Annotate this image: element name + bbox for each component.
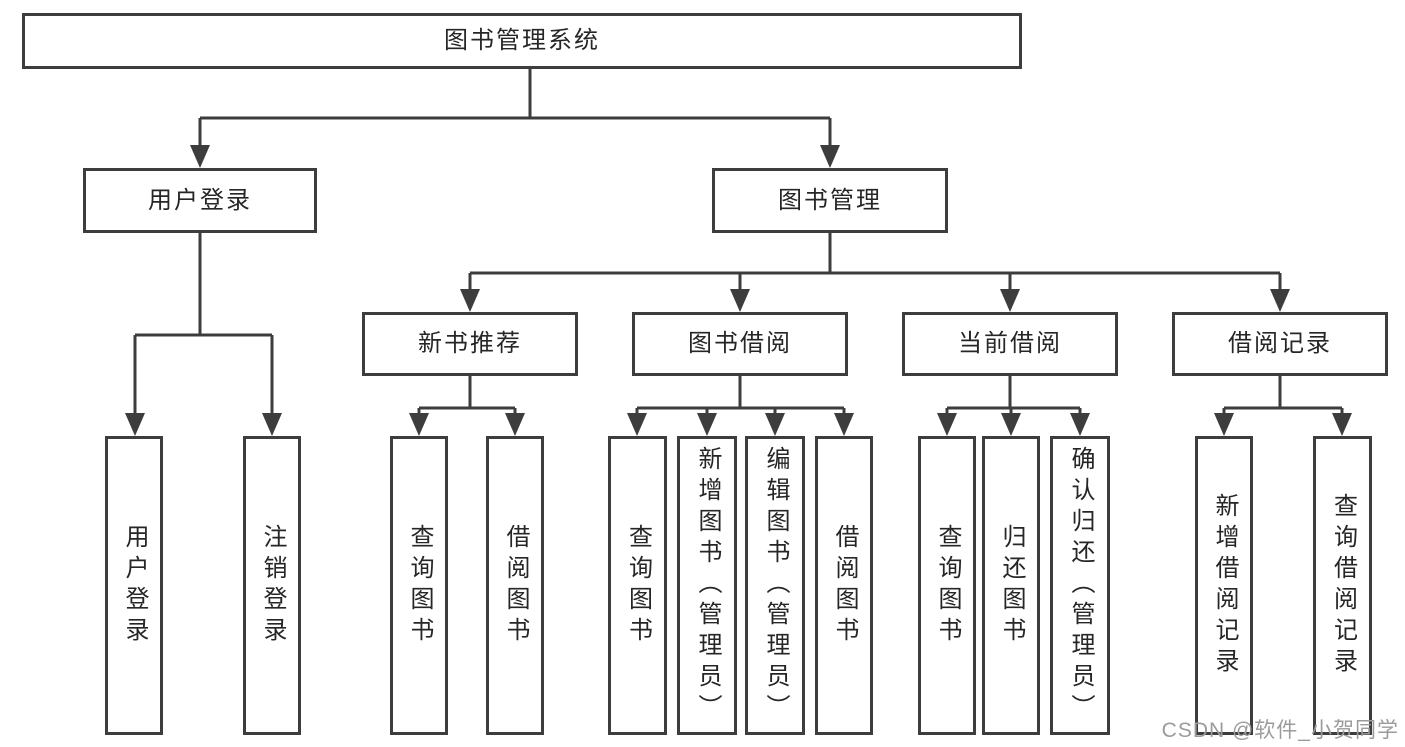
leaf-edit-books-admin: 编辑图书（管理员） — [745, 436, 805, 735]
arrow-down-icon — [1332, 413, 1352, 436]
node-library-system: 图书管理系统 — [22, 13, 1022, 69]
node-label: 注销登录 — [259, 523, 286, 648]
connector-book-borrow — [635, 376, 846, 418]
leaf-query-books: 查询图书 — [390, 436, 448, 735]
arrow-down-icon — [1070, 413, 1090, 436]
arrow-down-icon — [1001, 413, 1021, 436]
connector-user-login — [133, 233, 274, 418]
arrow-down-icon — [1214, 413, 1234, 436]
arrow-down-icon — [834, 413, 854, 436]
node-label: 查询图书 — [406, 523, 433, 648]
connector-book-mgmt — [468, 233, 1282, 294]
arrow-down-icon — [627, 413, 647, 436]
node-book-management: 图书管理 — [712, 168, 948, 233]
csdn-watermark: CSDN @软件_小贺同学 — [1161, 719, 1399, 742]
arrow-down-icon — [937, 413, 957, 436]
node-label: 新书推荐 — [418, 330, 522, 357]
arrow-down-icon — [820, 145, 840, 168]
node-label: 新增借阅记录 — [1211, 492, 1238, 679]
arrow-down-icon — [460, 289, 480, 312]
leaf-logout: 注销登录 — [243, 436, 301, 735]
arrow-down-icon — [697, 413, 717, 436]
node-borrow-records: 借阅记录 — [1172, 312, 1388, 376]
node-label: 查询借阅记录 — [1329, 492, 1357, 679]
leaf-borrow-books: 借阅图书 — [486, 436, 544, 735]
arrow-down-icon — [190, 145, 210, 168]
arrow-down-icon — [505, 413, 525, 436]
arrow-down-icon — [730, 289, 750, 312]
leaf-confirm-return-admin: 确认归还（管理员） — [1050, 436, 1110, 735]
leaf-add-books-admin: 新增图书（管理员） — [677, 436, 737, 735]
node-book-borrow: 图书借阅 — [632, 312, 848, 376]
node-label: 图书管理系统 — [444, 27, 600, 54]
node-label: 当前借阅 — [958, 330, 1062, 357]
arrow-down-icon — [125, 413, 145, 436]
node-label: 新增图书（管理员） — [694, 446, 721, 725]
node-label: 借阅图书 — [502, 523, 529, 648]
connector-new-rec — [417, 376, 517, 418]
node-new-book-recommend: 新书推荐 — [362, 312, 578, 376]
node-label: 图书借阅 — [688, 330, 792, 357]
leaf-user-login: 用户登录 — [105, 436, 163, 735]
node-current-borrow: 当前借阅 — [902, 312, 1118, 376]
leaf-query-books: 查询图书 — [608, 436, 667, 735]
connector-cur-borrow — [945, 376, 1082, 418]
node-label: 归还图书 — [998, 523, 1025, 648]
node-label: 图书管理 — [778, 186, 882, 214]
node-label: 用户登录 — [121, 523, 148, 648]
arrow-down-icon — [1270, 289, 1290, 312]
node-label: 编辑图书（管理员） — [762, 446, 789, 725]
leaf-borrow-books: 借阅图书 — [815, 436, 873, 735]
arrow-down-icon — [409, 413, 429, 436]
arrow-down-icon — [765, 413, 785, 436]
leaf-return-books: 归还图书 — [982, 436, 1040, 735]
node-label: 用户登录 — [148, 186, 252, 214]
node-label: 查询图书 — [934, 523, 961, 648]
node-label: 查询图书 — [624, 523, 652, 648]
arrow-down-icon — [1000, 289, 1020, 312]
connector-root — [198, 69, 832, 150]
arrow-down-icon — [262, 413, 282, 436]
leaf-query-borrow-record: 查询借阅记录 — [1313, 436, 1372, 735]
node-user-login: 用户登录 — [83, 168, 317, 233]
arrowhead-icons — [125, 145, 1352, 436]
leaf-query-books: 查询图书 — [918, 436, 976, 735]
node-label: 借阅图书 — [831, 523, 858, 648]
leaf-add-borrow-record: 新增借阅记录 — [1195, 436, 1253, 735]
connector-borrow-rec — [1222, 376, 1344, 418]
node-label: 确认归还（管理员） — [1067, 446, 1094, 725]
node-label: 借阅记录 — [1228, 330, 1332, 357]
